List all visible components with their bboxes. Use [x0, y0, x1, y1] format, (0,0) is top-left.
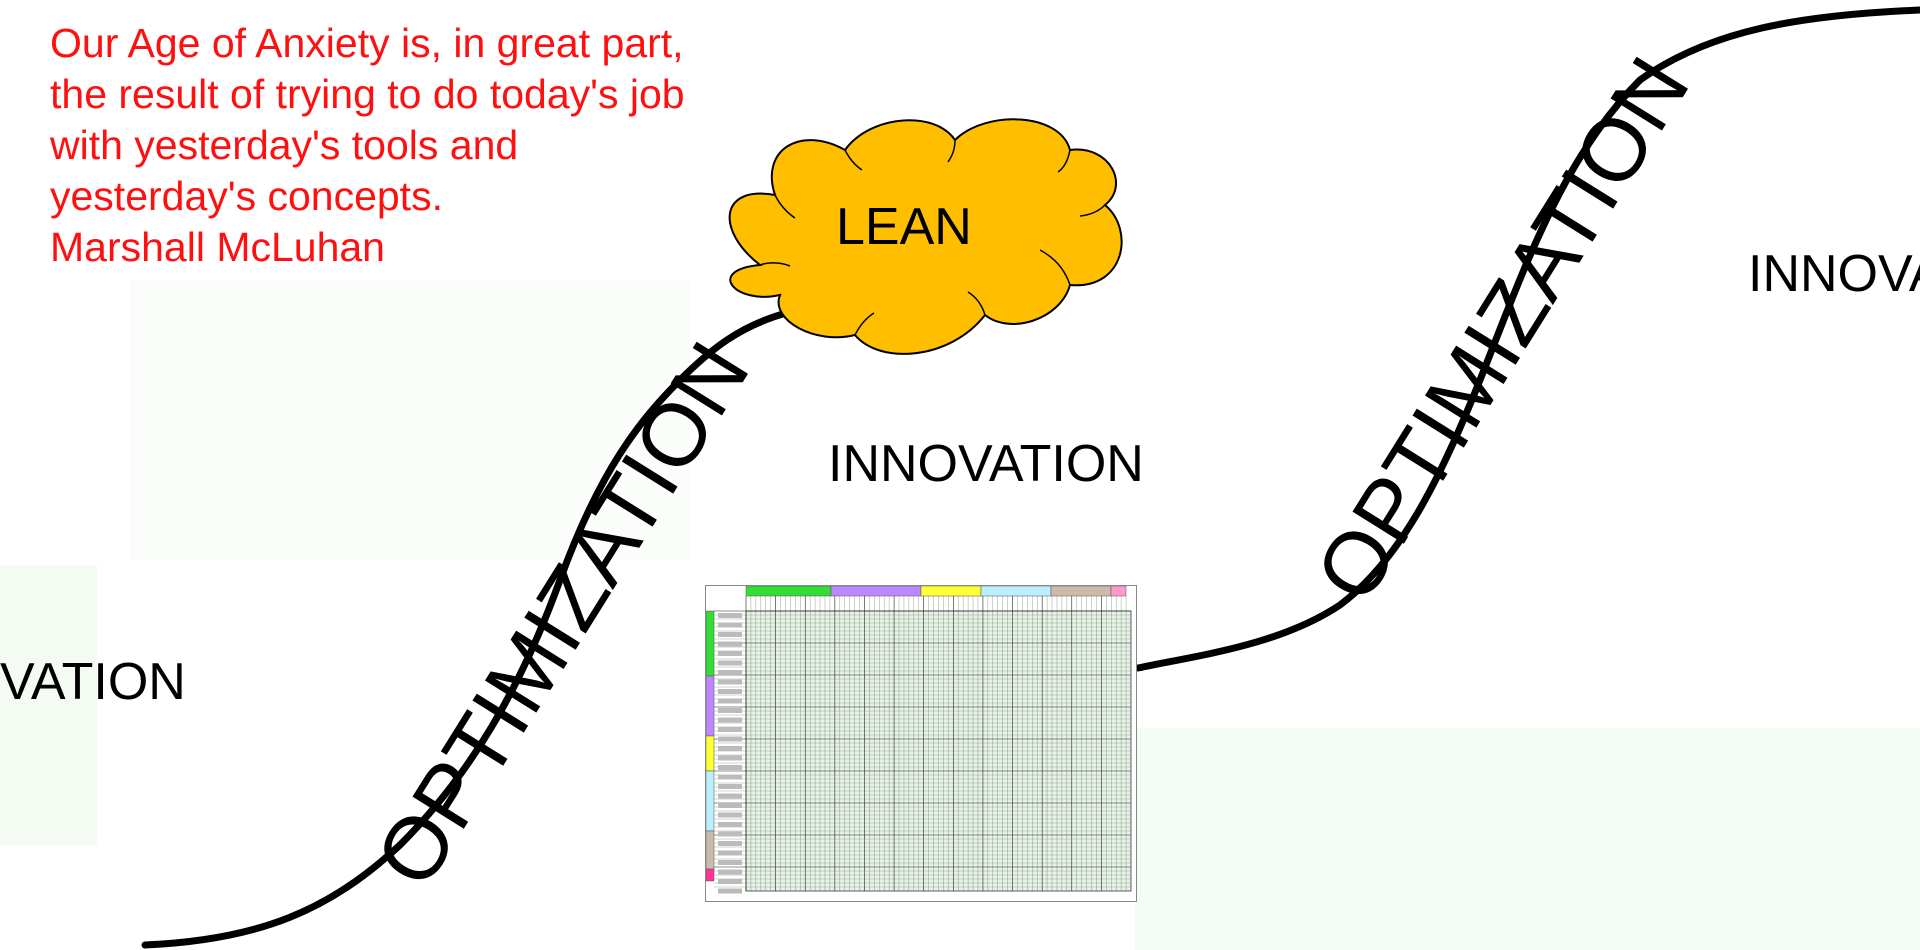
quote-line-1: Our Age of Anxiety is, in great part,: [50, 20, 684, 66]
matrix-row-label: [718, 822, 742, 827]
matrix-row-label: [718, 736, 742, 742]
tint-left: [0, 565, 97, 845]
matrix-grid: [706, 586, 1132, 894]
quote-line-3: with yesterday's tools and: [50, 122, 519, 168]
matrix-row-label: [718, 869, 742, 875]
matrix-header-band: [745, 586, 832, 597]
matrix-side-band: [706, 868, 715, 882]
s-curve-line-right: [1134, 6, 1920, 672]
matrix-row-label: [718, 784, 742, 789]
quote-line-4: yesterday's concepts.: [50, 173, 443, 219]
innovation-label-center: INNOVATION: [828, 435, 1144, 493]
lean-cloud: [728, 118, 1123, 355]
spreadsheet-matrix-thumbnail-icon: [705, 585, 1137, 902]
matrix-row-label: [718, 670, 742, 675]
matrix-row-label: [718, 651, 742, 656]
s-curve-line-left: [141, 308, 794, 949]
innovation-label-right: INNOVA: [1748, 245, 1920, 303]
matrix-row-label: [718, 727, 742, 732]
matrix-row-label: [718, 888, 742, 894]
matrix-row-label: [718, 860, 742, 865]
matrix-row-label: [718, 774, 742, 780]
matrix-header-band: [1050, 586, 1112, 597]
matrix-row-label: [718, 831, 742, 837]
matrix-header-band: [1110, 586, 1127, 597]
lean-label: LEAN: [836, 198, 972, 256]
quote-line-2: the result of trying to do today's job: [50, 71, 685, 117]
matrix-header-band: [830, 586, 922, 597]
matrix-row-label: [718, 803, 742, 808]
tint-right: [1135, 728, 1920, 950]
mcluhan-quote: Our Age of Anxiety is, in great part, th…: [50, 18, 750, 273]
matrix-row-label: [718, 679, 742, 685]
matrix-row-label: [718, 660, 742, 666]
matrix-side-band: [706, 610, 715, 677]
matrix-row-label: [718, 841, 742, 846]
tint-faint: [130, 280, 690, 560]
matrix-row-label: [718, 765, 742, 770]
matrix-header-band: [980, 586, 1052, 597]
matrix-side-band: [706, 830, 715, 870]
innovation-label-left: VATION: [0, 653, 186, 711]
matrix-row-label: [718, 708, 742, 713]
matrix-row-label: [718, 622, 742, 628]
matrix-row-label: [718, 717, 742, 723]
quote-author: Marshall McLuhan: [50, 224, 385, 270]
matrix-row-label: [718, 793, 742, 799]
matrix-row-label: [718, 879, 742, 884]
matrix-row-label: [718, 812, 742, 818]
matrix-row-label: [718, 850, 742, 856]
matrix-side-band: [706, 675, 715, 737]
matrix-side-band: [706, 770, 715, 832]
matrix-row-label: [718, 641, 742, 647]
matrix-header-band: [920, 586, 982, 597]
matrix-row-label: [718, 755, 742, 761]
matrix-row-label: [718, 746, 742, 751]
matrix-side-band: [706, 735, 715, 772]
matrix-row-label: [718, 689, 742, 694]
matrix-row-label: [718, 613, 742, 618]
matrix-row-label: [718, 698, 742, 704]
cloud-shape-icon: [728, 118, 1123, 355]
matrix-row-label: [718, 632, 742, 637]
